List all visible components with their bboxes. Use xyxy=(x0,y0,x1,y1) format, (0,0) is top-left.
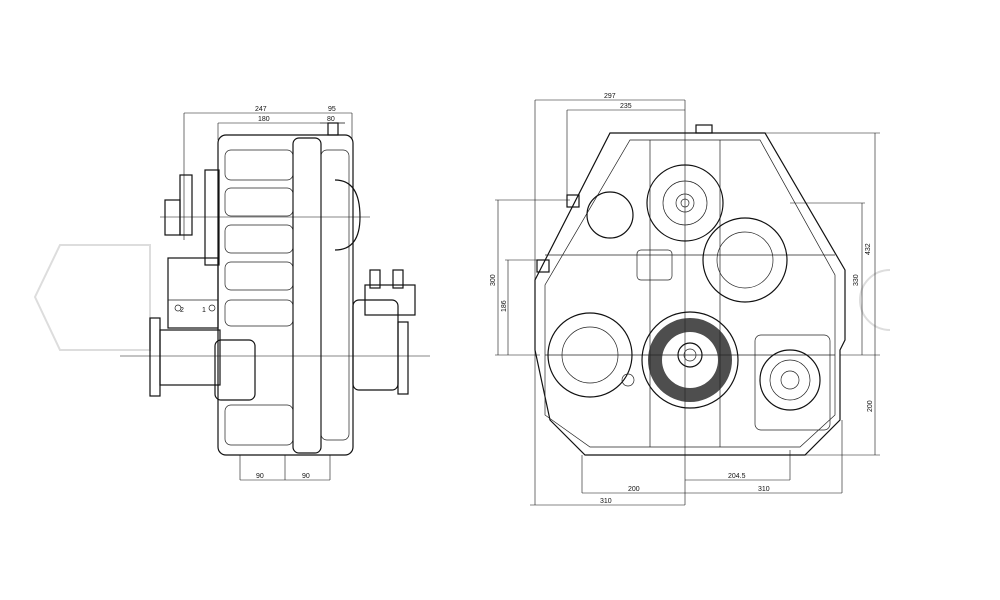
dim-95: 95 xyxy=(328,106,336,113)
front-view: 297 235 432 330 200 300 186 204.5 200 31… xyxy=(490,93,880,506)
dim-180: 180 xyxy=(258,116,270,123)
dim-297: 297 xyxy=(604,93,616,100)
port-label-1: 1 xyxy=(202,307,206,314)
dim-235: 235 xyxy=(620,103,632,110)
dim-310-right: 310 xyxy=(758,486,770,493)
dim-204-5: 204.5 xyxy=(728,473,746,480)
dim-247: 247 xyxy=(255,106,267,113)
dim-200-bottom: 200 xyxy=(628,486,640,493)
dim-90-left: 90 xyxy=(256,473,264,480)
dim-80: 80 xyxy=(327,116,335,123)
dim-330: 330 xyxy=(853,274,860,286)
side-view: 247 95 180 80 90 90 2 1 xyxy=(120,106,430,481)
dim-432: 432 xyxy=(865,243,872,255)
dim-300: 300 xyxy=(490,274,497,286)
dim-310-overall: 310 xyxy=(600,498,612,505)
dim-200-right: 200 xyxy=(867,400,874,412)
dim-90-right: 90 xyxy=(302,473,310,480)
port-label-2: 2 xyxy=(180,307,184,314)
watermark-logo xyxy=(33,244,891,351)
dim-186: 186 xyxy=(501,300,508,312)
